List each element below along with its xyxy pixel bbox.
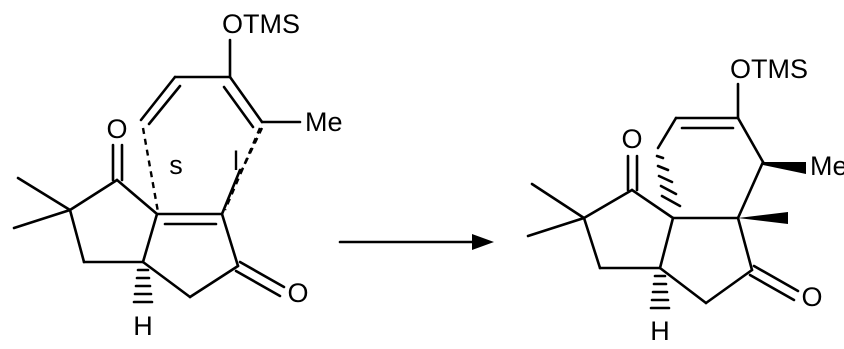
hashed-ring-bond: [655, 154, 682, 208]
bond: [141, 260, 192, 299]
bond: [220, 212, 240, 268]
bond: [234, 269, 282, 298]
bond: [220, 168, 242, 216]
bond: [222, 85, 255, 129]
forming-bond-s: [141, 127, 160, 213]
bond: [188, 264, 240, 299]
forming-bond-l: [239, 127, 264, 173]
bond: [736, 160, 765, 220]
wedge-bond: [763, 162, 806, 174]
bond: [582, 188, 634, 220]
bond: [658, 266, 708, 305]
bond: [736, 216, 754, 272]
bond: [115, 178, 159, 216]
bond: [704, 268, 754, 305]
reactant-molecule: O O H OTMS Me: [12, 9, 343, 341]
bond: [141, 212, 159, 264]
methyl-label: Me: [305, 107, 343, 137]
ketone-oxygen-label: O: [801, 282, 822, 312]
bond: [16, 176, 72, 212]
reaction-arrow: [338, 234, 494, 250]
ketone-oxygen-label: O: [287, 278, 308, 308]
ketone-oxygen-label: O: [621, 124, 642, 154]
bond: [630, 188, 675, 220]
ketone-oxygen-label: O: [106, 114, 127, 144]
bond: [68, 178, 119, 212]
bond: [238, 260, 286, 289]
hashed-hydrogen-bond: [649, 274, 671, 310]
hydrogen-label: H: [133, 311, 153, 341]
bond: [68, 208, 86, 264]
product-molecule: O O H OTMS: [526, 54, 844, 346]
bond: [526, 216, 586, 238]
bond: [139, 75, 177, 122]
bond: [582, 216, 602, 270]
wedge-bond: [738, 212, 788, 224]
otms-label: OTMS: [222, 9, 300, 39]
bond: [147, 84, 182, 126]
bond: [228, 75, 264, 124]
bond: [748, 273, 796, 302]
hydrogen-label: H: [650, 316, 670, 344]
otms-label: OTMS: [730, 54, 808, 84]
bond: [530, 182, 586, 220]
bond: [736, 116, 765, 164]
bond: [12, 208, 72, 230]
tether-label-l: l: [233, 146, 239, 176]
bond: [656, 116, 678, 150]
methyl-label: Me: [810, 151, 844, 181]
hashed-hydrogen-bond: [132, 268, 154, 304]
bond: [658, 216, 675, 270]
tether-label-s: s: [169, 150, 183, 180]
bond: [752, 264, 800, 293]
